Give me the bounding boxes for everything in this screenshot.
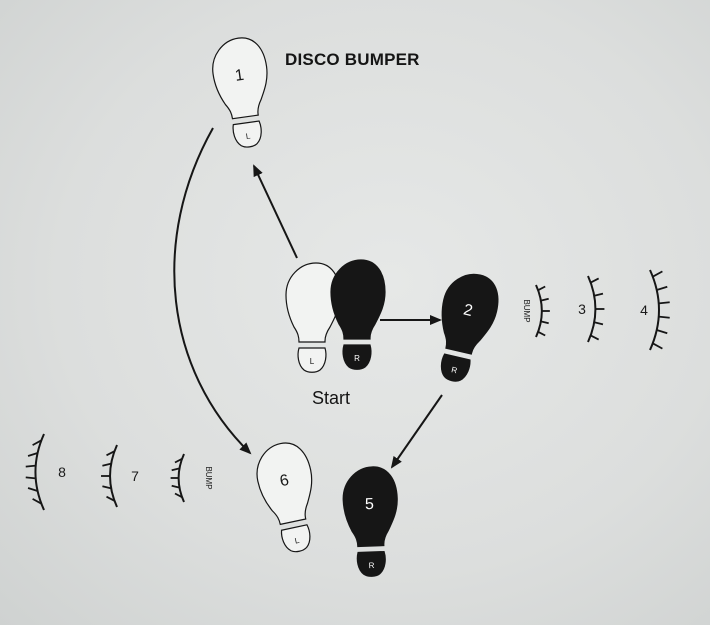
bump-mark-1: BUMP (522, 284, 550, 338)
footprint-left-1: 1L (212, 37, 268, 148)
beat-number: 3 (578, 301, 586, 317)
beat-number: 8 (58, 464, 66, 480)
footprint-number: 5 (365, 496, 375, 513)
footprint-side-label: R (368, 561, 374, 570)
footprint-right-5: 5R (342, 466, 398, 577)
diagram-title: DISCO BUMPER (285, 50, 420, 69)
beat-number: 7 (131, 468, 139, 484)
footprint-number: 6 (278, 472, 290, 490)
footprint-side-label: L (245, 131, 251, 141)
footprint-number: 1 (234, 67, 245, 85)
bump-mark-3: 4 (640, 269, 670, 351)
bump-label: BUMP (522, 299, 531, 322)
arrow-1-to-6 (173, 127, 252, 455)
footprint-number: 2 (462, 301, 475, 320)
arrow-2-to-5 (390, 394, 443, 469)
bump-mark-6: 8 (25, 433, 66, 511)
footprint-side-label: R (354, 354, 360, 363)
footprint-side-label: L (294, 536, 301, 546)
bump-mark-4: BUMP (170, 453, 213, 503)
bump-mark-2: 3 (578, 275, 605, 343)
footprint-left-6: 6L (256, 442, 313, 553)
bump-label: BUMP (204, 466, 213, 489)
beat-number: 4 (640, 302, 648, 318)
start-label: Start (312, 388, 351, 408)
bump-mark-5: 7 (101, 444, 139, 508)
footprint-left-start: L (285, 262, 341, 373)
footprint-right-2: 2R (440, 273, 499, 382)
arrow-start-to-1 (253, 164, 298, 259)
footprint-side-label: L (310, 357, 315, 366)
footprint-side-label: R (450, 365, 458, 375)
footprint-right-start: R (330, 259, 386, 370)
